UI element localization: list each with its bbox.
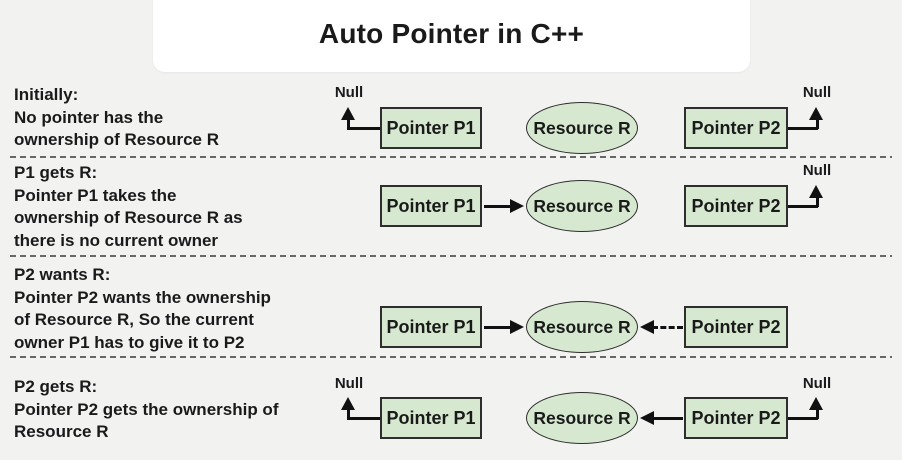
step-line: ownership of Resource R [14, 130, 219, 149]
step-line: Resource R [14, 422, 109, 441]
resource-r-ellipse: Resource R [526, 392, 638, 444]
resource-r-ellipse: Resource R [526, 301, 638, 353]
null-arrow-up-icon [341, 107, 355, 120]
step-heading: P2 gets R: [14, 377, 98, 396]
null-arrow-line [347, 417, 380, 420]
step-heading: P1 gets R: [14, 163, 98, 182]
arrowhead-right-icon [510, 320, 524, 334]
null-arrow-up-icon [809, 397, 823, 410]
step-line: Pointer P2 wants the ownership [14, 287, 271, 307]
step-description-p2-wants-r: P2 wants R: Pointer P2 wants the ownersh… [14, 264, 271, 354]
p1-to-resource-arrow [484, 326, 512, 329]
null-arrow-line [347, 408, 350, 419]
null-label: Null [802, 162, 832, 179]
p2-wants-resource-dashed-arrow [652, 326, 683, 329]
arrowhead-left-icon [640, 320, 654, 334]
pointer-p2-box: Pointer P2 [684, 306, 788, 348]
row-divider [10, 255, 892, 257]
pointer-p2-box: Pointer P2 [684, 397, 788, 439]
step-line: Pointer P2 gets the ownership of [14, 399, 279, 419]
page-title: Auto Pointer in C++ [318, 18, 585, 49]
null-arrow-line [816, 408, 819, 419]
step-line: there is no current owner [14, 230, 219, 250]
null-arrow-up-icon [341, 397, 355, 410]
pointer-p1-box: Pointer P1 [380, 397, 482, 439]
step-line: Pointer P1 takes the [14, 185, 177, 205]
resource-r-ellipse: Resource R [526, 102, 638, 154]
arrowhead-right-icon [510, 199, 524, 213]
null-arrow-line [816, 118, 819, 129]
step-description-p2-gets-r: P2 gets R: Pointer P2 gets the ownership… [14, 376, 278, 444]
p2-to-resource-arrow [652, 417, 683, 420]
null-label: Null [334, 84, 364, 101]
p1-to-resource-arrow [484, 205, 512, 208]
null-label: Null [334, 375, 364, 392]
null-label: Null [802, 375, 832, 392]
null-arrow-line [788, 205, 818, 208]
step-description-p1-gets-r: P1 gets R: Pointer P1 takes the ownershi… [14, 162, 243, 252]
row-divider [10, 356, 892, 358]
step-line: ownership of Resource R as [14, 208, 243, 227]
pointer-p2-box: Pointer P2 [684, 185, 788, 227]
title-card: Auto Pointer in C++ [153, 0, 750, 72]
row-divider [10, 156, 892, 158]
pointer-p1-box: Pointer P1 [380, 306, 482, 348]
null-arrow-line [788, 417, 818, 420]
null-arrow-line [816, 196, 819, 207]
step-line: owner P1 has to give it to P2 [14, 332, 245, 352]
null-arrow-line [788, 127, 818, 130]
null-arrow-up-icon [809, 107, 823, 120]
null-arrow-up-icon [809, 185, 823, 198]
pointer-p1-box: Pointer P1 [380, 107, 482, 149]
step-description-initially: Initially: No pointer has the ownership … [14, 84, 219, 152]
arrowhead-left-icon [640, 411, 654, 425]
pointer-p1-box: Pointer P1 [380, 185, 482, 227]
null-label: Null [802, 84, 832, 101]
pointer-p2-box: Pointer P2 [684, 107, 788, 149]
step-heading: Initially: [14, 85, 79, 104]
resource-r-ellipse: Resource R [526, 180, 638, 232]
null-arrow-line [347, 118, 350, 129]
null-arrow-line [347, 127, 380, 130]
step-line: of Resource R, So the current [14, 310, 254, 329]
step-heading: P2 wants R: [14, 265, 111, 284]
step-line: No pointer has the [14, 107, 164, 127]
